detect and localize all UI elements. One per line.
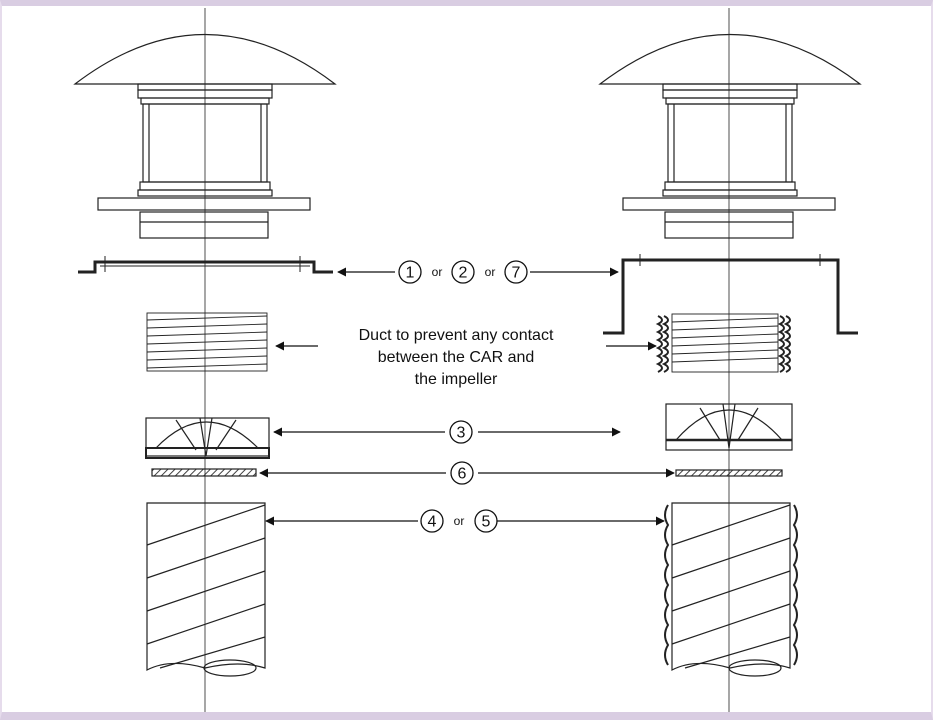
left-damper bbox=[145, 417, 270, 459]
right-flex-duct bbox=[664, 502, 798, 677]
callout-number-2: 2 bbox=[459, 265, 468, 282]
callout-number-4: 4 bbox=[428, 514, 437, 531]
right-duct bbox=[655, 313, 791, 373]
left-duct bbox=[146, 312, 268, 372]
note-line-2: between the CAR and bbox=[378, 349, 535, 366]
callout-number-3: 3 bbox=[457, 425, 466, 442]
callout-circle-6 bbox=[450, 461, 474, 485]
duct-note: Duct to prevent any contact between the … bbox=[359, 327, 554, 388]
callout-number-5: 5 bbox=[482, 514, 491, 531]
left-spigot bbox=[139, 211, 269, 239]
left-base-plate bbox=[97, 197, 311, 211]
left-flex-duct bbox=[146, 502, 266, 677]
callout-group-a: 1 or 2 or 7 bbox=[398, 260, 528, 284]
callout-group-d: 4 or 5 bbox=[420, 509, 498, 533]
callout-group-b: 3 bbox=[449, 420, 473, 444]
right-assembly bbox=[598, 33, 862, 677]
callout-circle-3 bbox=[449, 420, 473, 444]
note-line-3: the impeller bbox=[415, 371, 498, 388]
callout-or-3: or bbox=[454, 514, 465, 528]
callout-or-1: or bbox=[432, 265, 443, 279]
right-roof-curb bbox=[603, 258, 858, 335]
note-line-1: Duct to prevent any contact bbox=[359, 327, 554, 344]
left-gasket bbox=[151, 468, 257, 477]
callout-number-1: 1 bbox=[406, 265, 415, 282]
callout-circle-2 bbox=[451, 260, 475, 284]
callout-circle-4 bbox=[420, 509, 444, 533]
callout-circle-1 bbox=[398, 260, 422, 284]
callout-circle-7 bbox=[504, 260, 528, 284]
callout-number-6: 6 bbox=[458, 466, 467, 483]
callout-or-2: or bbox=[485, 265, 496, 279]
callout-circle-5 bbox=[474, 509, 498, 533]
callout-arrows bbox=[259, 267, 675, 526]
right-housing bbox=[667, 103, 793, 183]
callout-number-7: 7 bbox=[512, 265, 521, 282]
callout-group-c: 6 bbox=[450, 461, 474, 485]
right-cowl bbox=[598, 33, 862, 85]
left-roof-curb bbox=[78, 260, 333, 274]
